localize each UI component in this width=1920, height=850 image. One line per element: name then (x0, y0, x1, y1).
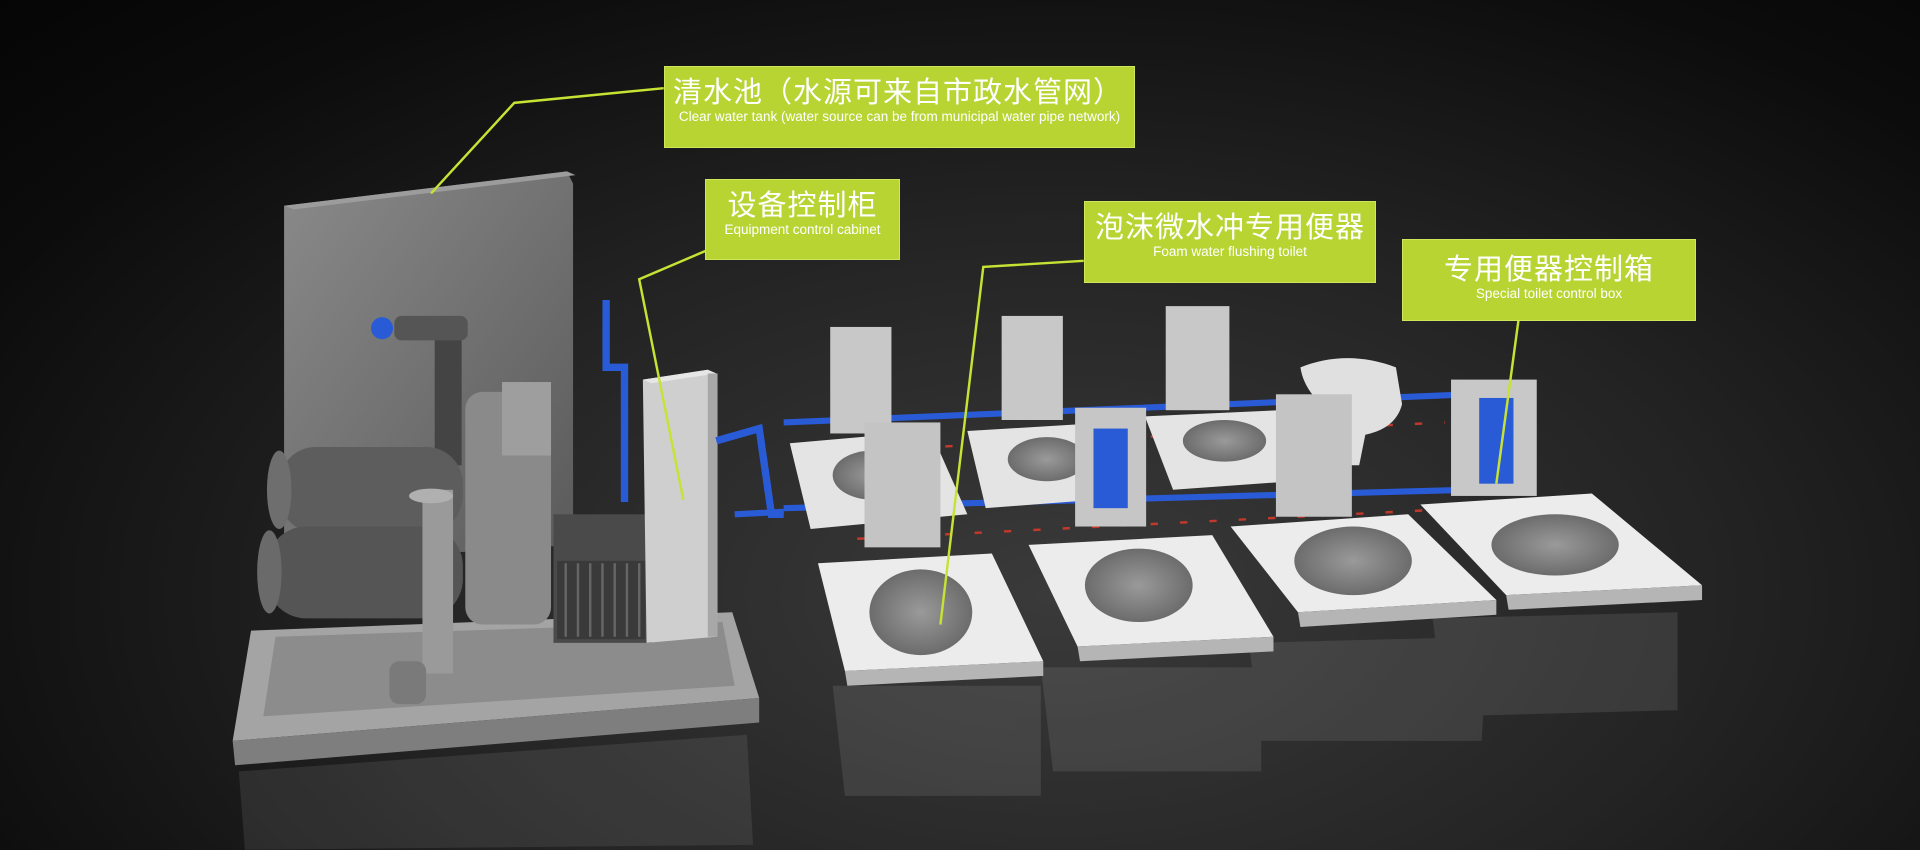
pump-motors (257, 382, 552, 705)
leader-line-toilet (939, 259, 1084, 625)
label-subtitle: Special toilet control box (1475, 286, 1623, 301)
label-toilet-control-box: 专用便器控制箱 Special toilet control box (1402, 239, 1696, 321)
leader-line-tank (430, 86, 664, 195)
toilet-control-boxes (864, 379, 1537, 548)
label-subtitle: Foam water flushing toilet (1153, 244, 1307, 259)
foam-flushing-toilets (817, 493, 1703, 686)
label-clear-water-tank: 清水池（水源可来自市政水管网） Clear water tank (water … (664, 66, 1135, 148)
leader-lines (430, 86, 1520, 625)
leader-line-control-box (1495, 320, 1520, 484)
label-title: 专用便器控制箱 (1443, 252, 1654, 286)
label-subtitle: Equipment control cabinet (724, 222, 881, 237)
radiator (553, 514, 652, 643)
floor-reflection (238, 612, 1678, 850)
leader-line-cabinet (637, 249, 706, 500)
label-subtitle: Clear water tank (water source can be fr… (678, 109, 1121, 124)
label-title: 泡沫微水冲专用便器 (1094, 210, 1365, 244)
label-foam-toilet: 泡沫微水冲专用便器 Foam water flushing toilet (1084, 201, 1376, 283)
label-title: 设备控制柜 (727, 188, 878, 222)
label-control-cabinet: 设备控制柜 Equipment control cabinet (705, 179, 900, 260)
equipment-control-cabinet (642, 369, 718, 643)
base-tray (232, 612, 760, 766)
label-title: 清水池（水源可来自市政水管网） (673, 75, 1124, 109)
